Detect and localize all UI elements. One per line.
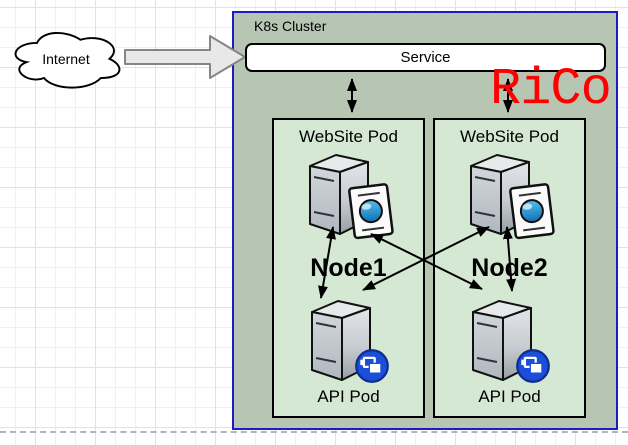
cluster-title: K8s Cluster	[254, 18, 327, 34]
website-pod-label: WebSite Pod	[299, 127, 398, 146]
page-boundary-line	[0, 431, 628, 433]
application-server-icon[interactable]	[308, 296, 400, 396]
node1-box[interactable]: WebSite Pod Node1 API Pod	[272, 118, 425, 418]
node2-title: Node2	[471, 254, 548, 282]
right-arrow-icon	[124, 35, 246, 79]
node2-box[interactable]: WebSite Pod Node2 API Pod	[433, 118, 586, 418]
application-server-icon[interactable]	[469, 296, 561, 396]
internet-to-service-arrow[interactable]	[122, 33, 248, 83]
api-pod-label: API Pod	[317, 387, 380, 406]
service-box[interactable]: Service	[245, 43, 606, 72]
web-server-icon[interactable]	[467, 150, 559, 250]
web-server-icon[interactable]	[306, 150, 398, 250]
api-pod-label: API Pod	[478, 387, 541, 406]
internet-cloud[interactable]: Internet	[8, 27, 124, 91]
internet-label: Internet	[42, 51, 90, 67]
website-pod-label: WebSite Pod	[460, 127, 559, 146]
rico-watermark: RiCo	[490, 60, 612, 119]
service-label: Service	[400, 49, 451, 66]
cloud-icon	[14, 32, 121, 89]
node1-title: Node1	[310, 254, 387, 282]
